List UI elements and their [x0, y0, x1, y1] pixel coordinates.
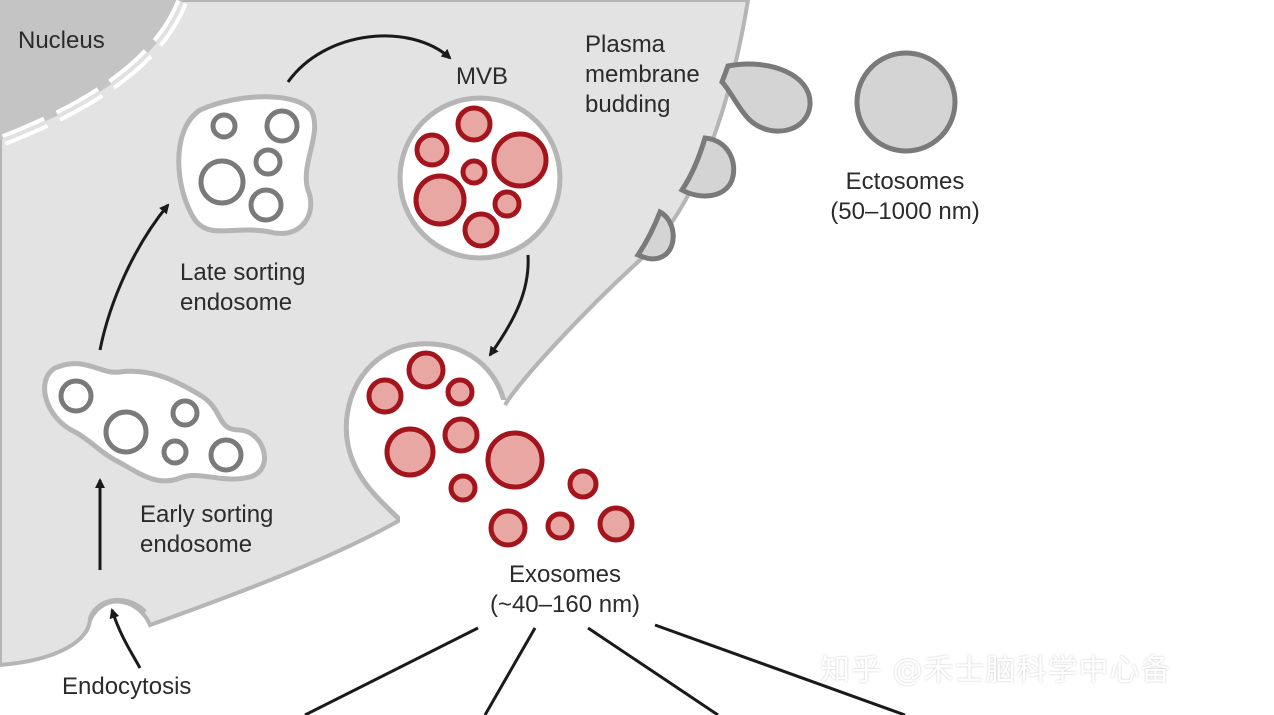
exosome	[384, 426, 436, 478]
exosomes	[366, 350, 635, 548]
nucleus	[0, 0, 182, 140]
exosome	[545, 511, 575, 541]
label-exosomes-line2: (~40–160 nm)	[489, 591, 641, 618]
label-late-line1: Late sorting	[180, 259, 306, 286]
arrow-mvb-to-exocytosis	[488, 254, 530, 357]
exosome	[567, 468, 599, 500]
bud-large	[719, 61, 813, 134]
label-early-line1: Early sorting	[140, 501, 274, 528]
label-early-line2: endosome	[140, 531, 253, 558]
intraluminal-vesicle	[492, 189, 522, 219]
arrow-endocytosis	[109, 608, 142, 669]
early-endosome-vesicle	[58, 378, 94, 414]
label-endocytosis: Endocytosis	[62, 673, 192, 700]
intraluminal-vesicle	[413, 173, 467, 227]
exosome	[488, 508, 528, 548]
late-endosome-vesicle	[248, 187, 284, 223]
intraluminal-vesicle	[491, 131, 549, 189]
exosome	[448, 473, 478, 503]
bud-medium	[678, 135, 737, 199]
exosome-pathway-line-2	[483, 627, 537, 715]
label-mvb: MVB	[456, 63, 509, 90]
early-endosome-vesicle	[161, 438, 189, 466]
intraluminal-vesicle	[414, 132, 450, 168]
label-plasma-line3: budding	[585, 91, 671, 118]
late-endosome-vesicle	[264, 108, 300, 144]
label-exosomes-line1: Exosomes	[508, 561, 622, 588]
exosome	[442, 416, 480, 454]
late-endosome-vesicle	[210, 112, 238, 140]
intraluminal-vesicle	[455, 105, 493, 143]
ectosome	[854, 50, 958, 154]
late-endosome-vesicle	[253, 147, 283, 177]
label-plasma-line1: Plasma	[585, 31, 666, 58]
early-endosome-vesicle	[170, 398, 200, 428]
exosome-pathway-line-4	[654, 623, 906, 715]
early-endosome-vesicle	[103, 409, 149, 455]
label-plasma-line2: membrane	[585, 61, 700, 88]
mvb-intraluminal-vesicles	[413, 105, 549, 249]
label-ectosomes-line1: Ectosomes	[845, 168, 965, 195]
late-endosome-vesicle	[198, 158, 246, 206]
cell-membrane-lower	[503, 258, 642, 407]
early-endosome-vesicle	[208, 437, 244, 473]
exosome	[445, 377, 475, 407]
intraluminal-vesicle	[462, 211, 500, 249]
label-nucleus: Nucleus	[18, 27, 105, 54]
exosome	[485, 430, 545, 490]
exosome	[366, 377, 404, 415]
exosome-pathway-line-1	[304, 626, 479, 715]
arrow-early-to-late	[98, 203, 170, 351]
watermark: 知乎 @禾士脑科学中心备	[820, 653, 1172, 688]
exosome	[597, 505, 635, 543]
early-endosome-vesicles	[58, 378, 244, 473]
label-late-line2: endosome	[180, 289, 293, 316]
exosome	[406, 350, 446, 390]
endocytosis-pit	[87, 598, 147, 621]
intraluminal-vesicle	[460, 158, 488, 186]
exosome-pathway-line-3	[587, 626, 719, 715]
late-endosome-vesicles	[198, 108, 300, 223]
label-ectosomes-line2: (50–1000 nm)	[830, 198, 980, 225]
arrow-late-to-mvb	[286, 34, 452, 83]
nuclear-envelope-outline	[3, 1, 184, 142]
bud-small	[634, 208, 676, 262]
